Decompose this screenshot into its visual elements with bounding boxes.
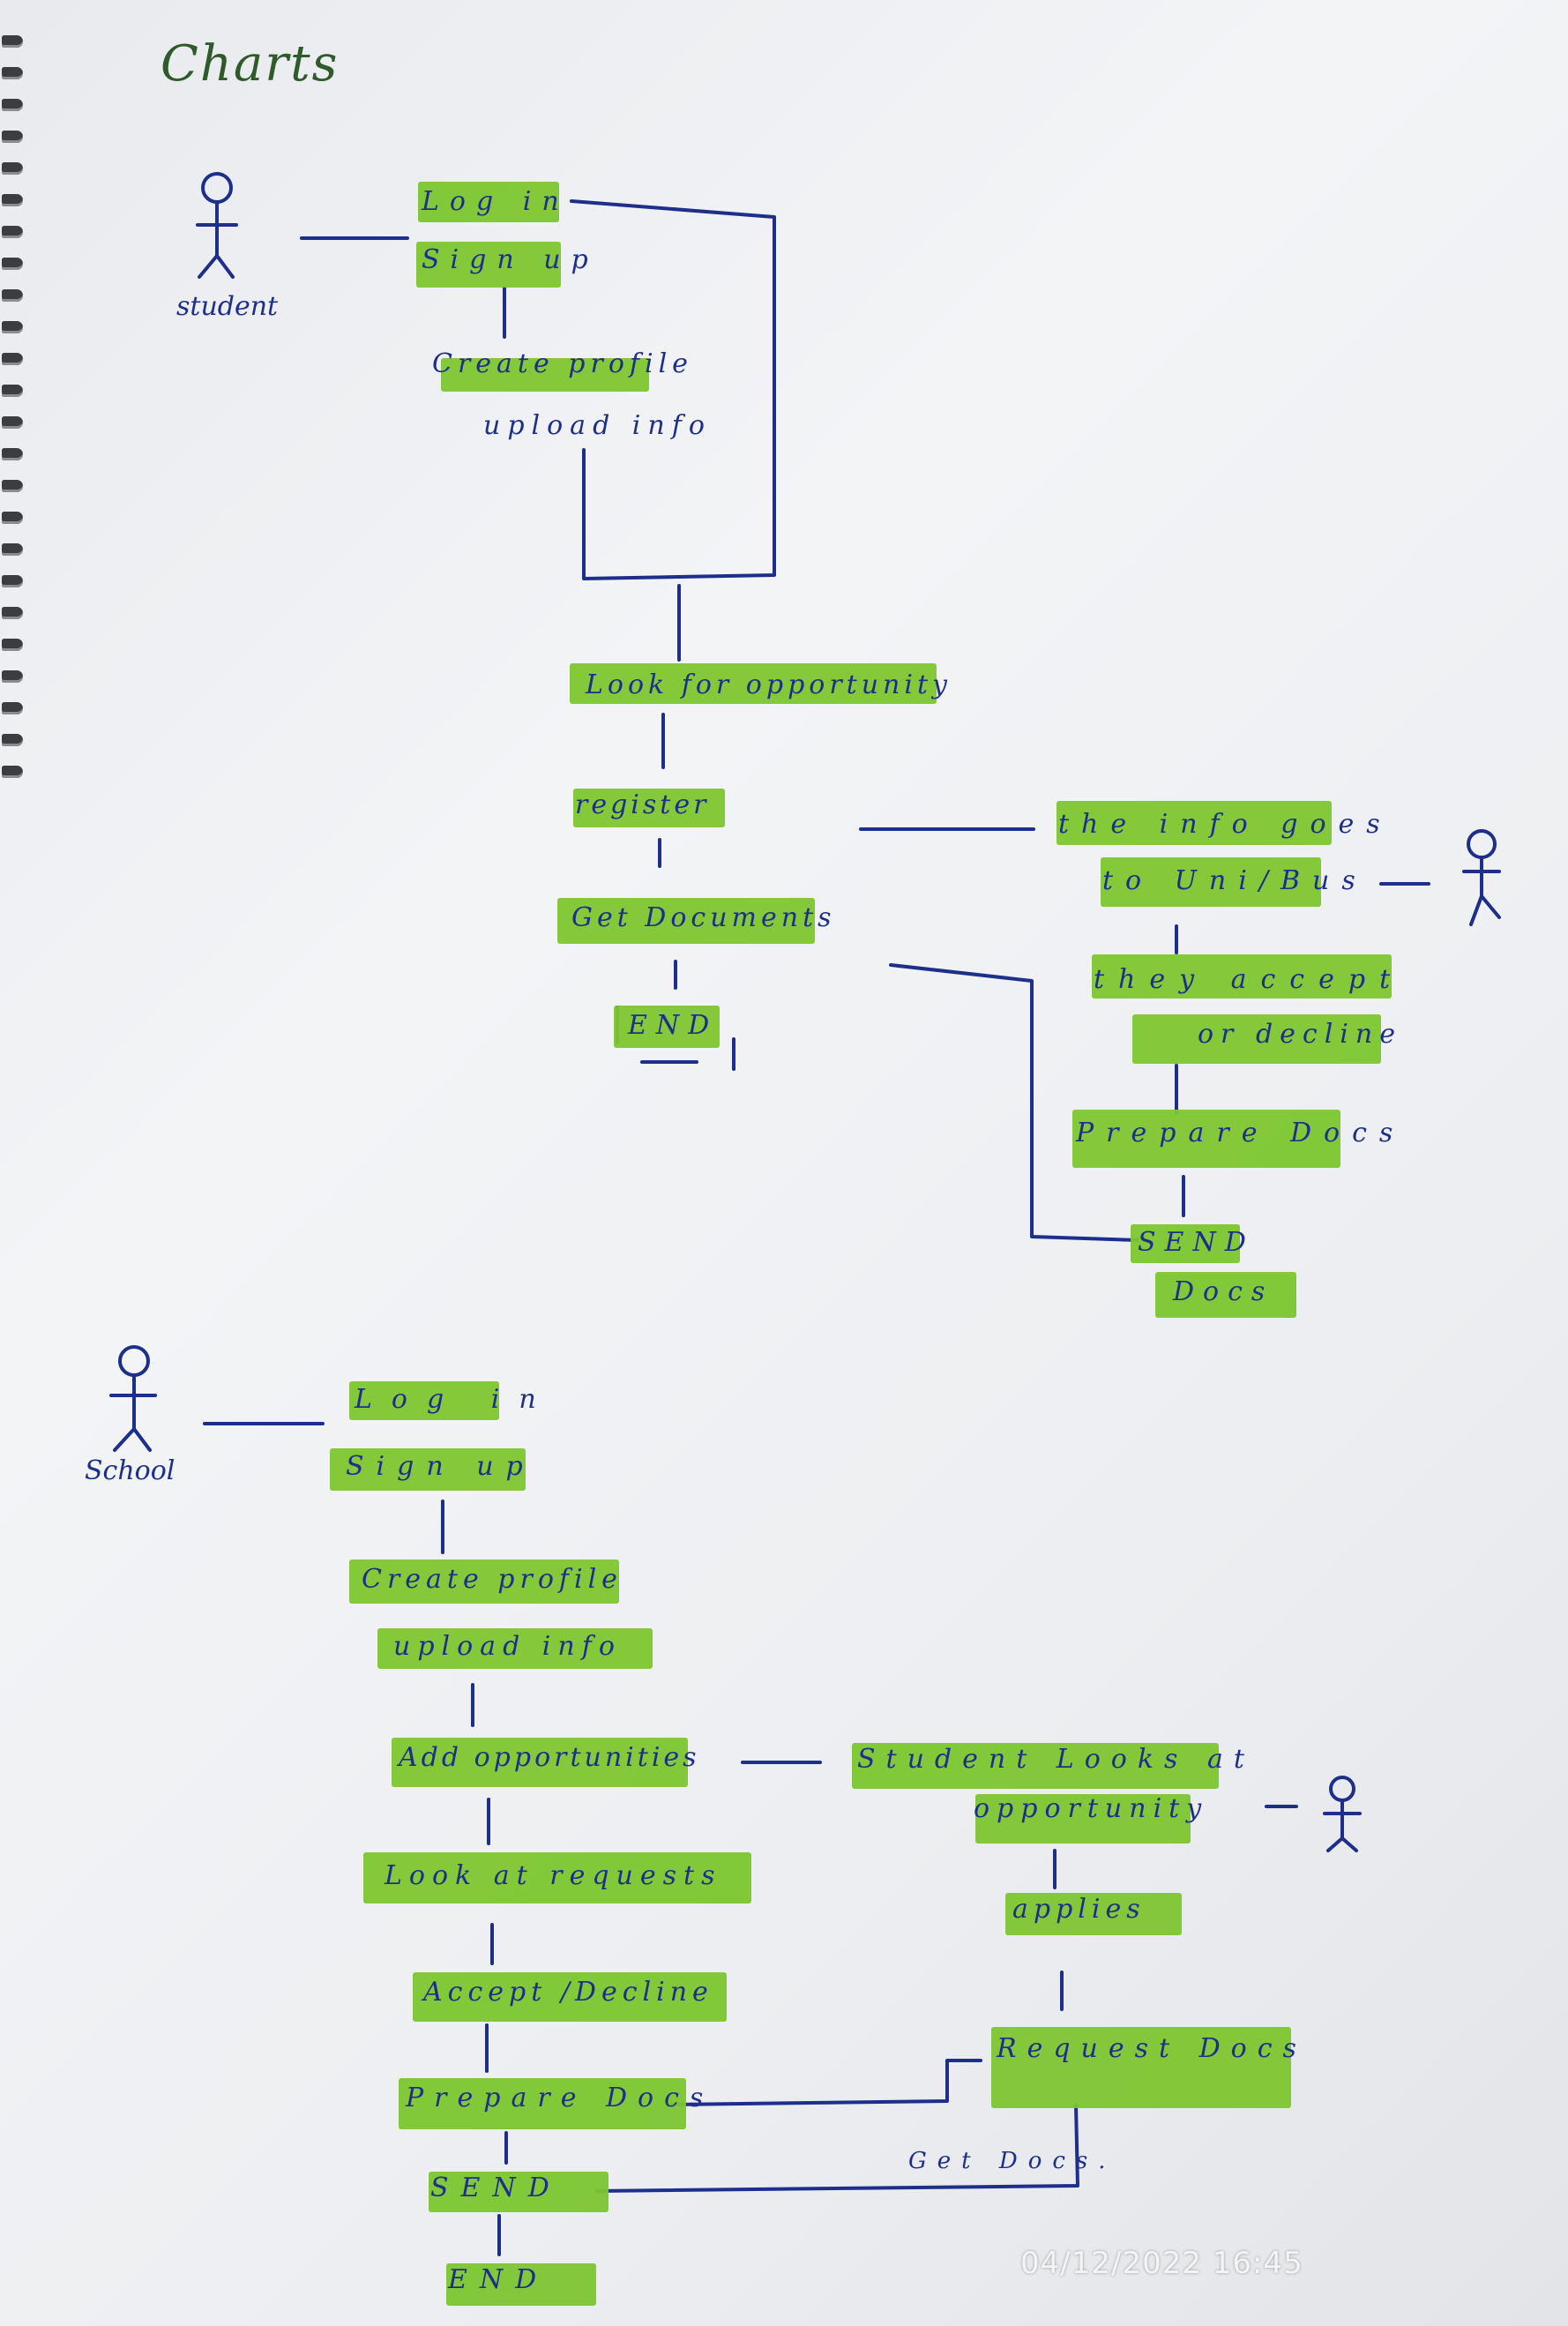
binding-ring xyxy=(2,99,23,111)
school-actor-label: School xyxy=(85,1455,175,1486)
highlight xyxy=(349,1559,619,1604)
student-actor-label: student xyxy=(176,291,279,322)
highlight xyxy=(413,1972,727,2022)
student-stick-figure xyxy=(196,172,238,279)
binding-ring xyxy=(2,543,23,556)
highlight xyxy=(377,1628,653,1669)
highlight xyxy=(446,2263,596,2306)
node-label: END xyxy=(448,2264,549,2295)
highlight xyxy=(1132,1014,1381,1064)
highlight xyxy=(1005,1893,1182,1935)
binding-ring xyxy=(2,448,23,460)
highlight xyxy=(570,663,937,704)
binding-ring xyxy=(2,35,23,48)
highlight xyxy=(416,242,561,288)
node-label: Sign up xyxy=(346,1451,535,1482)
highlight xyxy=(573,789,725,827)
node-label: Create profile xyxy=(362,1564,623,1595)
binding-ring xyxy=(2,131,23,143)
binding-ring xyxy=(2,702,23,714)
highlight xyxy=(429,2172,609,2212)
node-label: the info goes xyxy=(1058,809,1393,840)
binding-ring xyxy=(2,321,23,333)
node-label: Create profile xyxy=(432,348,693,379)
highlight xyxy=(418,182,559,222)
highlight xyxy=(1101,857,1321,907)
node-label: Request Docs xyxy=(997,2033,1307,2064)
node-label: Sign up xyxy=(422,244,599,275)
highlight xyxy=(1057,801,1332,845)
node-label: they accept xyxy=(1094,964,1405,995)
node-label: Look at requests xyxy=(385,1860,722,1891)
spiral-binding xyxy=(0,0,30,970)
university-stick-figure xyxy=(1462,829,1501,926)
node-label: END xyxy=(628,1010,719,1041)
highlight xyxy=(349,1381,499,1420)
connector-request-getdocs xyxy=(594,2103,1079,2193)
title-text: Charts xyxy=(161,35,340,93)
connector-login-look xyxy=(570,199,776,580)
binding-ring xyxy=(2,289,23,302)
highlight xyxy=(1131,1224,1240,1263)
node-label: Add opportunities xyxy=(399,1742,700,1773)
node-label: opportunity xyxy=(974,1793,1209,1824)
binding-ring xyxy=(2,67,23,79)
node-label: Log in xyxy=(422,186,570,217)
binding-ring xyxy=(2,480,23,492)
binding-ring xyxy=(2,639,23,651)
binding-ring xyxy=(2,385,23,397)
highlight xyxy=(614,1006,720,1048)
highlight xyxy=(991,2027,1291,2108)
highlight xyxy=(1072,1110,1340,1168)
binding-ring xyxy=(2,258,23,270)
node-label: applies xyxy=(1012,1894,1146,1925)
node-label: or decline xyxy=(1198,1019,1402,1050)
highlight xyxy=(975,1794,1191,1844)
photo-timestamp: 04/12/2022 16:45 xyxy=(1020,2246,1303,2281)
highlight xyxy=(852,1743,1219,1789)
node-label: SEND xyxy=(1138,1227,1255,1258)
node-label: Prepare Docs xyxy=(1076,1118,1406,1148)
node-label: Student Looks at xyxy=(857,1744,1255,1775)
node-label: register xyxy=(575,789,710,820)
node-label: Get Docs. xyxy=(908,2148,1116,2174)
highlight xyxy=(1092,954,1392,998)
highlight xyxy=(441,358,649,392)
node-label: upload info xyxy=(393,1631,622,1662)
highlight xyxy=(392,1738,688,1787)
binding-ring xyxy=(2,226,23,238)
binding-ring xyxy=(2,766,23,778)
binding-ring xyxy=(2,162,23,175)
node-label: Docs xyxy=(1173,1276,1274,1307)
binding-ring xyxy=(2,416,23,429)
binding-ring xyxy=(2,734,23,746)
binding-ring xyxy=(2,512,23,524)
node-label: Look for opportunity xyxy=(586,669,952,700)
binding-ring xyxy=(2,353,23,365)
highlight xyxy=(399,2078,686,2129)
node-label: SEND xyxy=(430,2173,562,2203)
node-label: upload info xyxy=(483,410,712,441)
node-label: Accept /Decline xyxy=(423,1977,713,2008)
page-title: Charts xyxy=(153,35,355,99)
student-side-stick-figure xyxy=(1323,1776,1362,1852)
binding-ring xyxy=(2,575,23,587)
node-label: Log in xyxy=(355,1384,556,1415)
highlight xyxy=(557,898,815,944)
highlight xyxy=(330,1448,526,1491)
node-label: Get Documents xyxy=(571,902,836,933)
highlight xyxy=(1155,1272,1296,1318)
school-stick-figure xyxy=(109,1345,157,1452)
highlight xyxy=(363,1852,751,1903)
binding-ring xyxy=(2,194,23,206)
node-label: Prepare Docs xyxy=(406,2083,714,2113)
connector-request-prepare xyxy=(668,2059,982,2106)
connector-getdocs-send xyxy=(889,963,1139,1242)
node-label: to Uni/Bus xyxy=(1102,865,1368,896)
binding-ring xyxy=(2,670,23,683)
binding-ring xyxy=(2,607,23,619)
